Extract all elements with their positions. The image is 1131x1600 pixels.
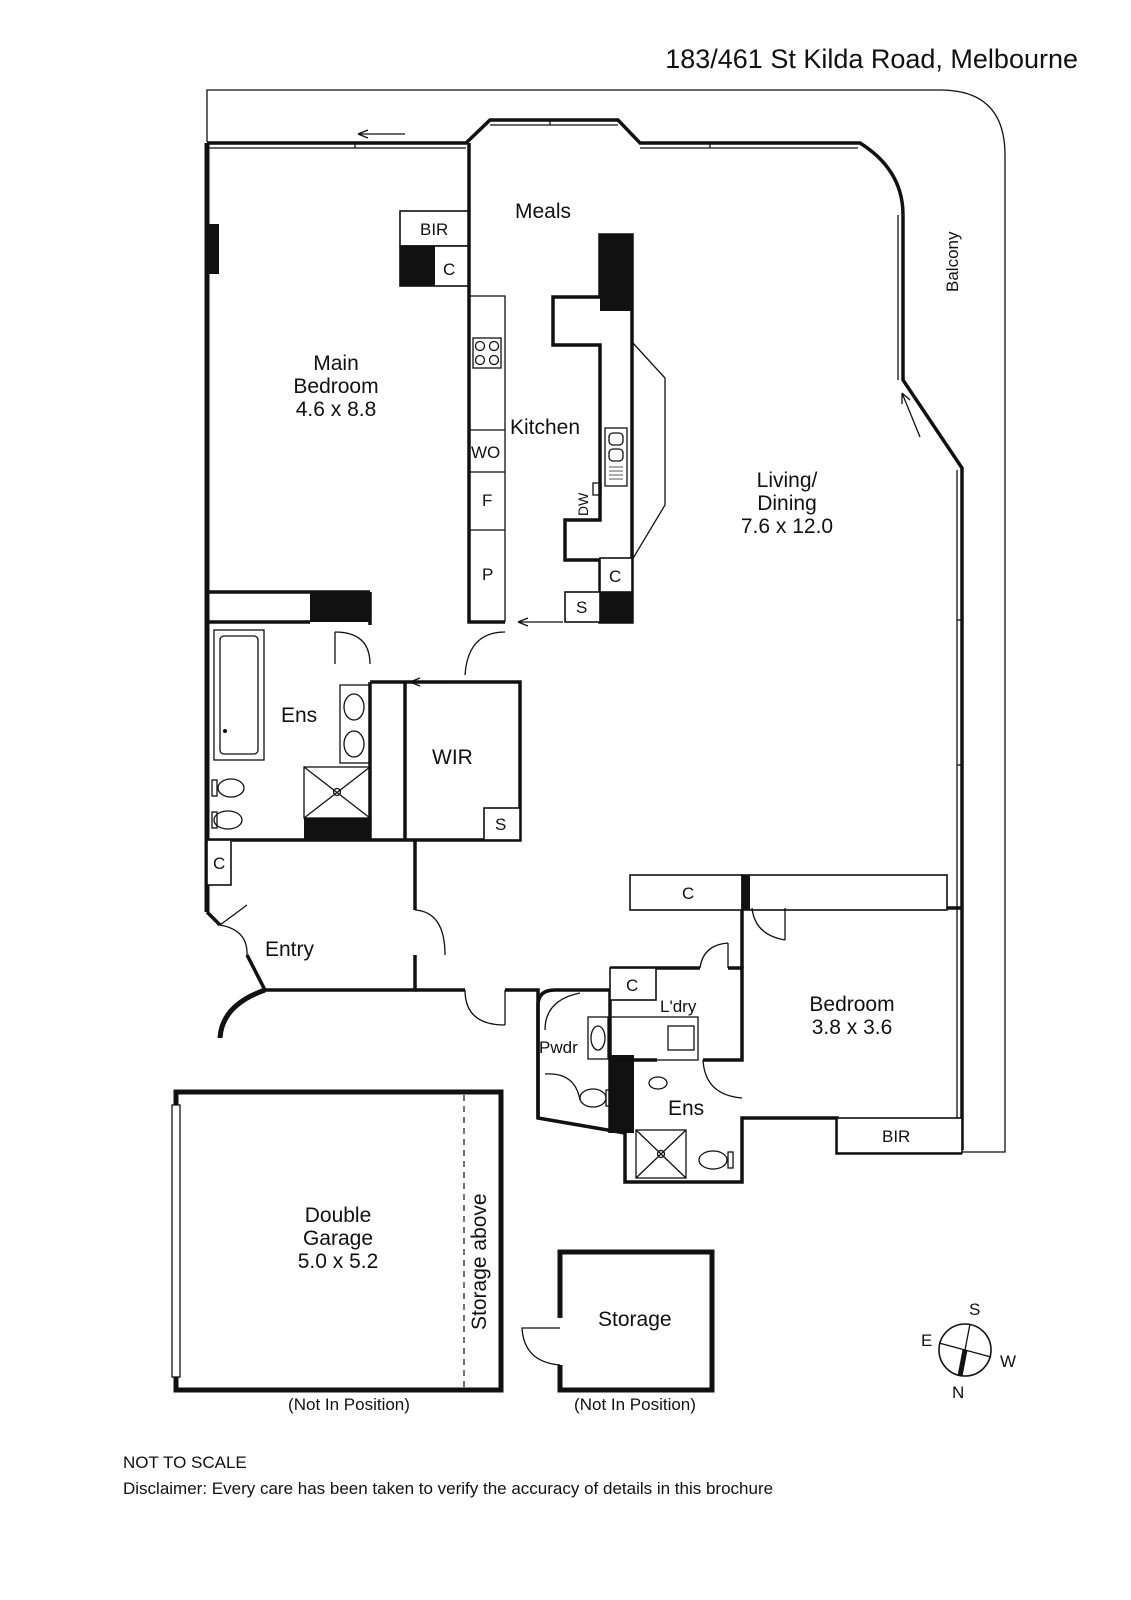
- label-pantry: P: [482, 565, 493, 584]
- label-bedroom2-size: 3.8 x 3.6: [812, 1016, 893, 1039]
- label-kitchen-s: S: [576, 598, 587, 617]
- kitchen-west-wall: [467, 143, 505, 624]
- balcony-outline: [206, 89, 1006, 1153]
- north-glazing-wall: [207, 118, 964, 1150]
- label-living-1: Living/: [757, 469, 818, 492]
- wir-shelf-s: [483, 807, 521, 841]
- label-kitchen-c: C: [609, 567, 621, 586]
- sliding-door-arrow-2: [901, 392, 921, 438]
- label-ensuite-main: Ens: [281, 704, 317, 727]
- compass-east: E: [921, 1331, 932, 1350]
- label-ensuite-bed2: Ens: [668, 1097, 704, 1120]
- label-storage: Storage: [598, 1308, 672, 1331]
- label-fridge: F: [482, 491, 492, 510]
- label-main-bir: BIR: [420, 220, 448, 239]
- living-cupboard-c: [629, 874, 743, 911]
- laundry-cupboard-c: [609, 967, 657, 1001]
- label-balcony: Balcony: [943, 231, 962, 292]
- label-living-size: 7.6 x 12.0: [741, 515, 833, 538]
- entry-walls: [205, 840, 417, 992]
- kitchen-cupboard-c: [599, 557, 633, 593]
- label-laundry: L'dry: [660, 997, 697, 1016]
- storage-room: [557, 1249, 715, 1393]
- label-kitchen: Kitchen: [510, 416, 580, 439]
- not-to-scale-note: NOT TO SCALE: [123, 1453, 247, 1472]
- label-main-bedroom-size: 4.6 x 8.8: [296, 398, 377, 421]
- label-main-bedroom-1: Main: [313, 352, 359, 375]
- label-entry-c: C: [213, 854, 225, 873]
- bedroom2-bir: [836, 1117, 963, 1154]
- label-powder: Pwdr: [539, 1038, 578, 1057]
- compass: [938, 1323, 992, 1377]
- label-storage-above: Storage above: [468, 1193, 491, 1330]
- kitchen-shelf-s: [564, 591, 601, 623]
- label-garage-2: Garage: [303, 1227, 373, 1250]
- label-wir: WIR: [432, 746, 473, 769]
- label-garage-size: 5.0 x 5.2: [298, 1250, 379, 1273]
- disclaimer-text: Disclaimer: Every care has been taken to…: [123, 1479, 774, 1498]
- powder-room-walls: [536, 988, 612, 1133]
- shower-bed2: [635, 1129, 687, 1179]
- shower-main: [303, 766, 371, 819]
- label-bedroom2-1: Bedroom: [809, 993, 894, 1016]
- compass-west: W: [1000, 1352, 1016, 1371]
- label-wir-s: S: [495, 815, 506, 834]
- label-bedroom2-bir: BIR: [882, 1127, 910, 1146]
- entry-cupboard-c: [206, 839, 232, 886]
- label-living-c: C: [682, 884, 694, 903]
- compass-north: N: [952, 1383, 964, 1402]
- label-living-2: Dining: [757, 492, 817, 515]
- label-main-c: C: [443, 260, 455, 279]
- label-garage-not-in-position: (Not In Position): [288, 1395, 410, 1414]
- label-entry: Entry: [265, 938, 315, 961]
- label-main-bedroom-2: Bedroom: [293, 375, 378, 398]
- label-meals: Meals: [515, 200, 571, 223]
- label-laundry-c: C: [626, 976, 638, 995]
- property-address-title: 183/461 St Kilda Road, Melbourne: [665, 44, 1078, 74]
- compass-south: S: [969, 1300, 980, 1319]
- bathtub: [213, 629, 265, 761]
- label-storage-not-in-position: (Not In Position): [574, 1395, 696, 1414]
- sliding-door-arrow: [357, 129, 405, 139]
- label-dishwasher: DW: [575, 492, 591, 516]
- label-wo: WO: [471, 443, 500, 462]
- label-garage-1: Double: [305, 1204, 372, 1227]
